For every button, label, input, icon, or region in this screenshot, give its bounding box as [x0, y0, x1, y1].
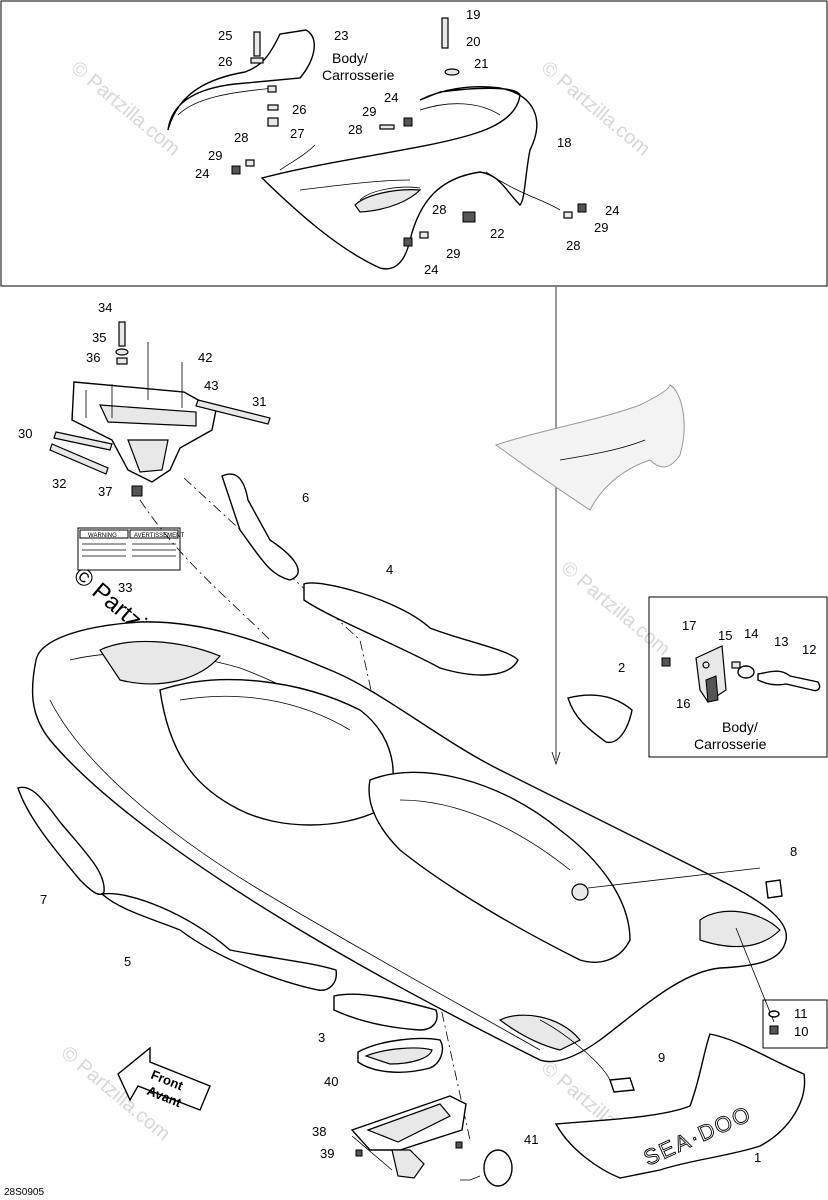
callout-11: 11 — [794, 1006, 808, 1021]
callout-34: 34 — [98, 300, 112, 315]
body-label: Carrosserie — [322, 67, 395, 83]
callouts-top: Body/ Carrosserie 19 20 21 23 25 26 26 2… — [195, 7, 619, 277]
body-label: Body/ — [332, 50, 368, 66]
callout-21: 21 — [474, 56, 488, 71]
callout-2: 2 — [618, 660, 625, 675]
callout-13: 13 — [774, 634, 788, 649]
callout-1: 1 — [754, 1150, 761, 1165]
watermark-text: © Partzilla.com — [67, 57, 184, 160]
hull-body — [31, 621, 787, 1081]
callout-23: 23 — [334, 28, 348, 43]
ghost-body-view — [494, 384, 685, 511]
callouts-bracket: 34 35 36 42 43 31 30 32 37 — [18, 300, 266, 499]
callout-4: 4 — [386, 562, 393, 577]
storage-bracket-assembly — [49, 321, 271, 497]
callout-38: 38 — [312, 1124, 326, 1139]
callout-42: 42 — [198, 350, 212, 365]
callout-16: 16 — [676, 696, 690, 711]
decal-strip-4 — [303, 582, 519, 676]
body-label: Carrosserie — [694, 736, 767, 752]
callout-41: 41 — [524, 1132, 538, 1147]
callout-7: 7 — [40, 892, 47, 907]
callout-20: 20 — [466, 34, 480, 49]
callout-29: 29 — [208, 148, 222, 163]
leader-arrow — [551, 751, 561, 766]
callout-43: 43 — [204, 378, 218, 393]
drawing-code: 28S0905 — [4, 1187, 44, 1198]
hatch-assembly: 40 38 39 41 — [312, 1037, 538, 1187]
callout-3: 3 — [318, 1030, 325, 1045]
callout-27: 27 — [290, 126, 304, 141]
watermark-text: © Partzilla.com — [557, 557, 674, 660]
callout-22: 22 — [490, 226, 504, 241]
decal-strip-5 — [100, 892, 337, 991]
detail-box-top — [0, 0, 828, 287]
callout-9: 9 — [658, 1050, 665, 1065]
callout-31: 31 — [252, 394, 266, 409]
dash-leader — [139, 499, 271, 641]
callout-33: 33 — [118, 580, 132, 595]
decal-9 — [609, 1077, 635, 1093]
callout-28: 28 — [432, 202, 446, 217]
callout-29: 29 — [362, 104, 376, 119]
decal-3 — [333, 993, 438, 1031]
callout-5: 5 — [124, 954, 131, 969]
ghost-body-view-detail — [559, 439, 646, 461]
callout-26: 26 — [292, 102, 306, 117]
callout-24: 24 — [384, 90, 398, 105]
callout-24: 24 — [195, 166, 209, 181]
watermark-text: © Partzilla.com — [537, 57, 654, 160]
callout-30: 30 — [18, 426, 32, 441]
callout-12: 12 — [802, 642, 816, 657]
callout-17: 17 — [682, 618, 696, 633]
callout-32: 32 — [52, 476, 66, 491]
decal-strip-6 — [221, 473, 299, 581]
callout-24: 24 — [424, 262, 438, 277]
callout-29: 29 — [446, 246, 460, 261]
callout-10: 10 — [794, 1024, 808, 1039]
detail-box-fasteners: 11 10 — [762, 999, 828, 1049]
callout-28: 28 — [234, 130, 248, 145]
callout-14: 14 — [744, 626, 758, 641]
callout-35: 35 — [92, 330, 106, 345]
callout-29: 29 — [594, 220, 608, 235]
callout-15: 15 — [718, 628, 732, 643]
warning-sticker: WARNING AVERTISSEMENT 33 — [77, 527, 184, 595]
warning-title: WARNING — [88, 533, 117, 539]
decal-strip-7 — [17, 786, 105, 896]
callout-8: 8 — [790, 844, 797, 859]
callout-37: 37 — [98, 484, 112, 499]
callout-24: 24 — [605, 203, 619, 218]
detail-box-right: Body/ Carrosserie 17 15 14 13 12 16 — [648, 596, 828, 758]
callout-40: 40 — [324, 1074, 338, 1089]
callout-25: 25 — [218, 28, 232, 43]
callouts-hull: 6 4 2 8 7 5 3 9 1 — [40, 490, 797, 1165]
callout-18: 18 — [557, 135, 571, 150]
body-label: Body/ — [722, 719, 758, 735]
callout-28: 28 — [566, 238, 580, 253]
decal-2 — [567, 694, 633, 744]
callout-26: 26 — [218, 54, 232, 69]
decal-8 — [765, 879, 783, 899]
callout-36: 36 — [86, 350, 100, 365]
warning-title-fr: AVERTISSEMENT — [134, 533, 184, 539]
callout-28: 28 — [348, 122, 362, 137]
callout-19: 19 — [466, 7, 480, 22]
callout-39: 39 — [320, 1146, 334, 1161]
callout-6: 6 — [302, 490, 309, 505]
